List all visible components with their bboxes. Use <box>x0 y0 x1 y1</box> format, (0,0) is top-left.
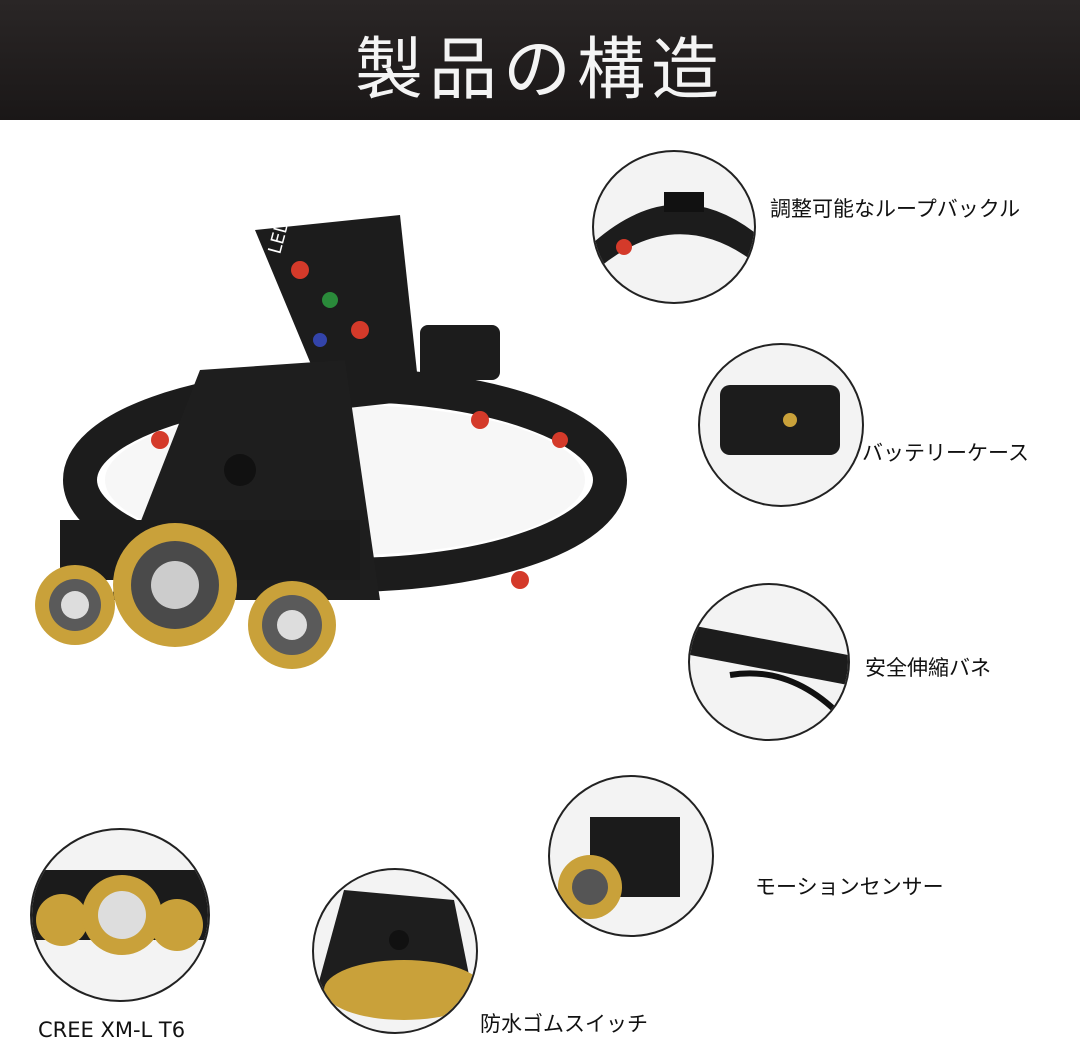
page-title: 製品の構造 <box>354 31 725 110</box>
title-banner: 製品の構造 <box>0 0 1080 120</box>
feature-label: 調整可能なループバックル <box>770 197 1021 221</box>
feature-label: モーションセンサー <box>755 875 944 899</box>
feature-circle-led <box>30 828 210 1002</box>
feature-label: バッテリーケース <box>862 441 1029 465</box>
feature-circle-battery <box>698 343 864 507</box>
feature-circle-spring <box>688 583 850 741</box>
feature-circle-sensor <box>548 775 714 937</box>
feature-label: 防水ゴムスイッチ <box>480 1012 648 1036</box>
feature-circle-switch <box>312 868 478 1034</box>
feature-label: CREE XM-L T6 <box>38 1018 186 1042</box>
feature-circle-buckle <box>592 150 756 304</box>
strap-text: DLIGHT <box>382 593 465 618</box>
feature-label: 安全伸縮バネ <box>865 656 991 680</box>
